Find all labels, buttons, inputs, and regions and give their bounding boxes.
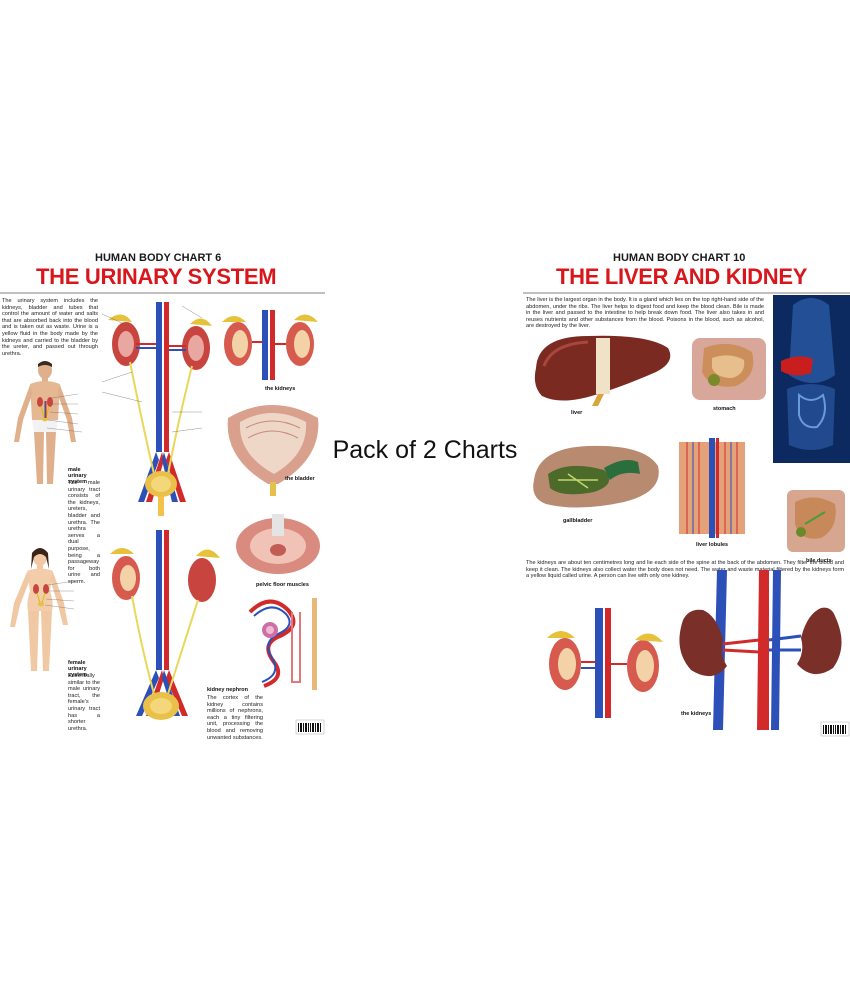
pelvic-floor-illustration (236, 514, 320, 574)
large-kidneys-illustration (679, 570, 842, 730)
bile-ducts-illustration (787, 490, 845, 552)
kidney-diagram-small (547, 608, 663, 718)
chart1-supertitle: HUMAN BODY CHART 6 (95, 252, 222, 264)
female-urinary-text: Essentially similar to the male urinary … (68, 673, 100, 732)
liver-illustration (534, 335, 671, 406)
urinary-system-chart: HUMAN BODY CHART 6 THE URINARY SYSTEM Th… (0, 240, 325, 740)
male-urinary-heading: male urinary system (68, 467, 87, 485)
chart2-intro: The liver is the largest organ in the bo… (526, 297, 764, 330)
chart2-title-rule (523, 292, 850, 294)
female-figure-illustration (10, 548, 75, 671)
male-urinary-text: The male urinary tract consists of the k… (68, 480, 100, 585)
bladder-caption: the bladder (285, 476, 315, 482)
chart2-barcode (820, 721, 850, 737)
kidneys-caption: the kidneys (265, 386, 296, 392)
kidney-nephron-illustration (248, 598, 317, 690)
male-figure-illustration (14, 361, 83, 484)
pelvic-floor-caption: pelvic floor muscles (256, 582, 309, 588)
chart2-title: THE LIVER AND KIDNEY (556, 264, 808, 289)
liver-caption: liver (571, 410, 583, 416)
chart1-barcode (295, 719, 325, 735)
nephron-text: The cortex of the kidney contains millio… (207, 695, 263, 740)
chart1-intro: The urinary system includes the kidneys,… (2, 298, 98, 357)
bladder-illustration (227, 405, 319, 496)
chart2-supertitle: HUMAN BODY CHART 10 (613, 252, 746, 264)
female-urinary-tract-diagram (110, 530, 220, 720)
stomach-caption: stomach (713, 406, 736, 412)
liver-lobules-illustration (679, 438, 745, 538)
chart1-title: THE URINARY SYSTEM (36, 264, 277, 289)
stomach-illustration (692, 338, 766, 400)
kidneys-large-caption: the kidneys (681, 711, 712, 717)
kidney-cross-section-diagram (222, 310, 318, 380)
nephron-heading: kidney nephron (207, 687, 248, 693)
male-urinary-tract-diagram (101, 302, 212, 516)
liver-and-kidney-chart: HUMAN BODY CHART 10 THE LIVER AND KIDNEY… (523, 240, 850, 740)
body-torso-illustration (773, 295, 850, 463)
female-urinary-heading: female urinary system (68, 660, 87, 678)
gallbladder-caption: gallbladder (563, 518, 593, 524)
chart2-kidney-text: The kidneys are about ten centimetres lo… (526, 560, 844, 580)
pack-of-two-label: Pack of 2 Charts (332, 435, 518, 464)
bile-ducts-caption: bile ducts (806, 558, 832, 564)
liver-lobules-caption: liver lobules (696, 542, 729, 548)
chart1-title-rule (0, 292, 325, 294)
gallbladder-illustration (533, 445, 659, 508)
